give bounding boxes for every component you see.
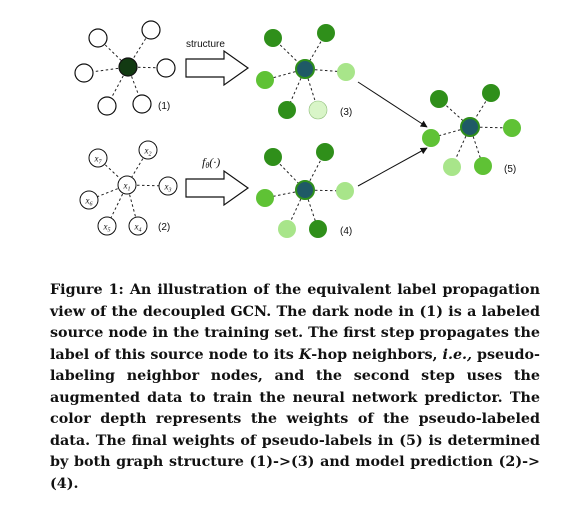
- graph-node: [443, 158, 461, 176]
- graph-node: [132, 94, 152, 114]
- source-node: [295, 59, 315, 79]
- panel-4-graph: (4): [256, 143, 354, 238]
- caption-title: Figure 1:: [50, 282, 124, 298]
- panel-1-graph: (1): [74, 20, 176, 116]
- graph-node: [256, 189, 274, 207]
- caption-text: pseudo-labeling neighbor nodes, and the …: [50, 346, 540, 492]
- caption-ie: i.e.,: [442, 346, 472, 363]
- f-theta-arrow: fθ(·): [185, 155, 250, 207]
- graph-node: [309, 220, 327, 238]
- graph-node: [336, 182, 354, 200]
- panel-label-4: (4): [340, 226, 352, 237]
- feature-node-x3: x3: [158, 176, 178, 196]
- graph-node: [474, 157, 492, 175]
- graph-node: [430, 90, 448, 108]
- panel-3-graph: (3): [256, 24, 355, 120]
- graph-node: [264, 148, 282, 166]
- graph-node: [156, 58, 176, 78]
- graph-node: [337, 63, 355, 81]
- panel-5-graph: (5): [422, 84, 521, 176]
- feature-node-x6: x6: [79, 190, 99, 210]
- graph-node: [278, 101, 296, 119]
- caption-k-variable: K: [298, 346, 312, 363]
- graph-node: [317, 24, 335, 42]
- graph-node: [97, 96, 117, 116]
- feature-node-x2: x2: [138, 140, 158, 160]
- svg-text:x6: x6: [85, 196, 93, 208]
- graph-node: [308, 100, 328, 120]
- panel-2-graph: x7 x2 x6 x1 x3 x5 x4 (2): [79, 140, 178, 236]
- source-node: [460, 117, 480, 137]
- graph-node: [503, 119, 521, 137]
- structure-arrow: structure: [185, 39, 250, 87]
- graph-node: [141, 20, 161, 40]
- structure-label: structure: [186, 39, 225, 50]
- labeled-source-node: [118, 57, 138, 77]
- panel-label-5: (5): [504, 164, 516, 175]
- svg-text:x4: x4: [134, 222, 142, 234]
- panel-label-2: (2): [158, 222, 170, 233]
- svg-text:x1: x1: [123, 181, 131, 193]
- svg-text:x3: x3: [164, 182, 172, 194]
- panel-label-1: (1): [158, 101, 170, 112]
- graph-node: [88, 28, 108, 48]
- feature-node-x4: x4: [128, 216, 148, 236]
- svg-text:x2: x2: [144, 146, 152, 158]
- graph-node: [74, 63, 94, 83]
- feature-node-x1: x1: [117, 175, 137, 195]
- f-theta-label: fθ(·): [202, 155, 220, 170]
- figure-caption: Figure 1: An illustration of the equival…: [50, 280, 540, 495]
- feature-node-x5: x5: [97, 216, 117, 236]
- propagation-figure: (1) x7 x2 x6 x1 x3 x5: [74, 20, 521, 238]
- graph-node: [316, 143, 334, 161]
- graph-node: [482, 84, 500, 102]
- panel-label-3: (3): [340, 107, 352, 118]
- source-node: [295, 180, 315, 200]
- graph-node: [278, 220, 296, 238]
- graph-node: [422, 129, 440, 147]
- feature-node-x7: x7: [88, 148, 108, 168]
- caption-text: -hop neighbors,: [311, 346, 443, 363]
- arrow-3-to-5: [357, 81, 428, 128]
- caption-text: An illustration of the equivalent label …: [50, 282, 540, 363]
- graph-node: [264, 29, 282, 47]
- svg-text:x5: x5: [103, 222, 111, 234]
- graph-node: [256, 71, 274, 89]
- arrow-4-to-5: [357, 147, 428, 187]
- svg-text:x7: x7: [94, 154, 103, 166]
